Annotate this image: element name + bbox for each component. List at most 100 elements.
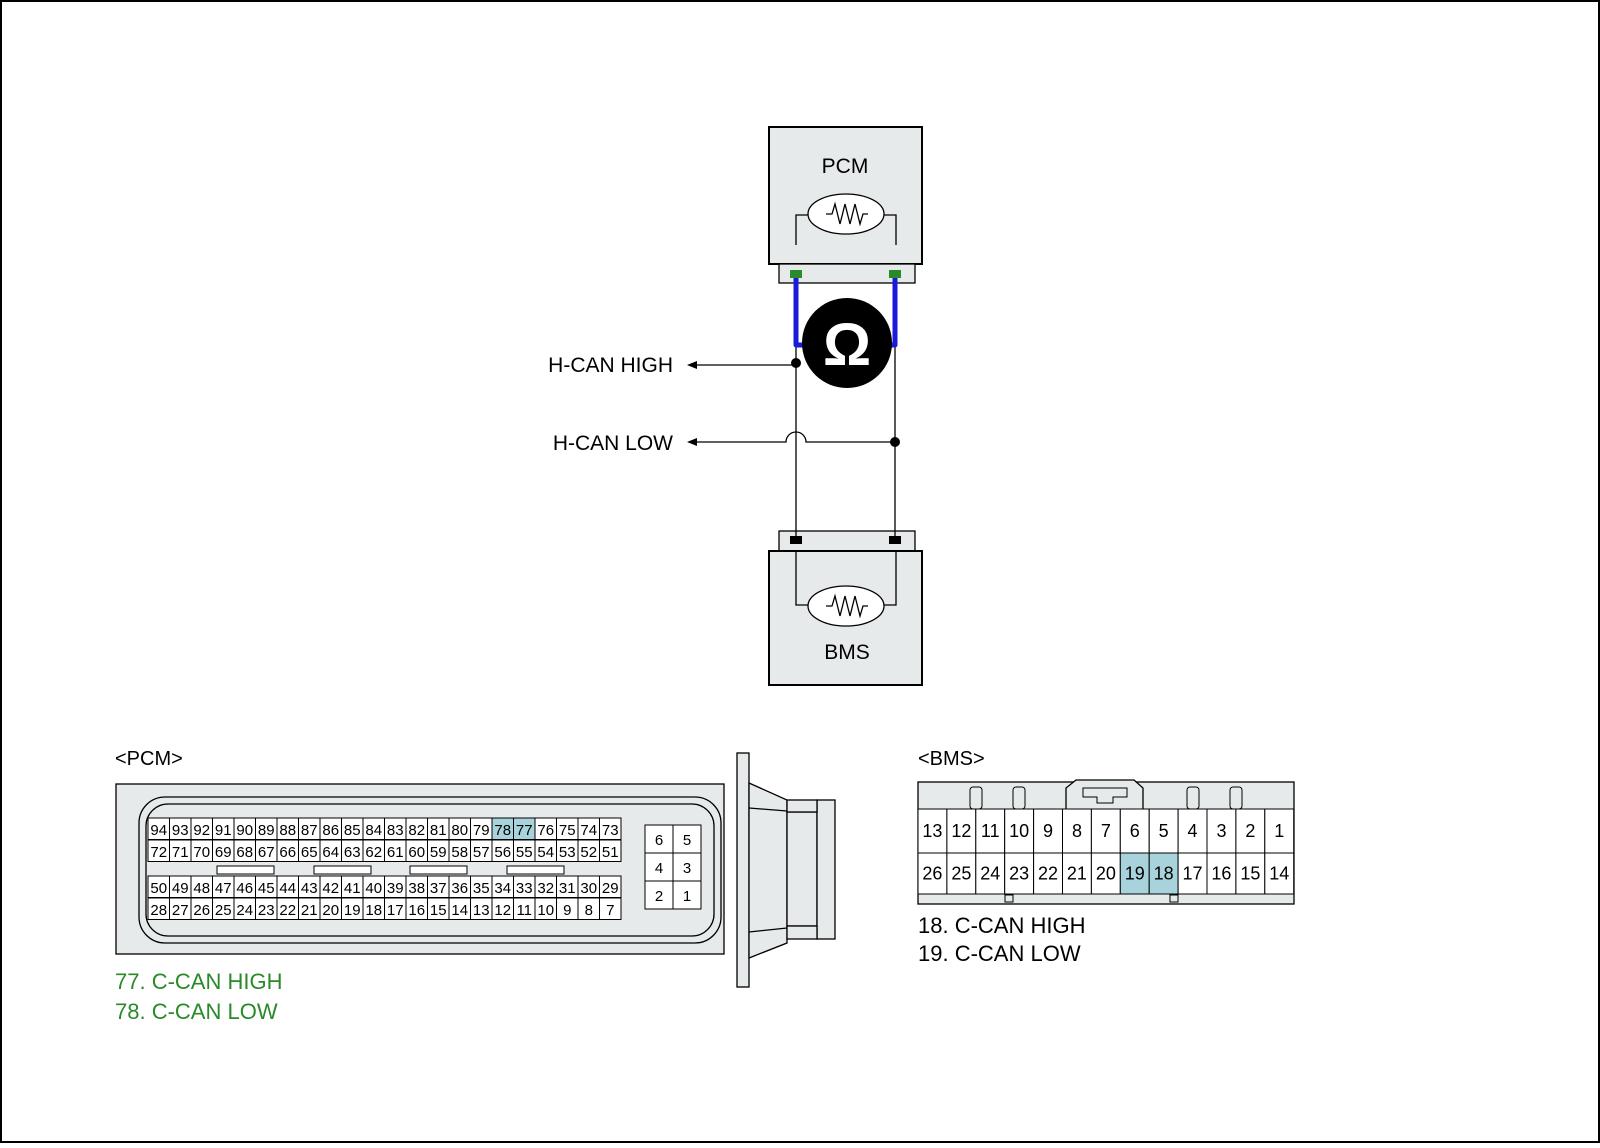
pin-number: 23 [1009, 864, 1029, 884]
pin-number: 19 [344, 902, 361, 919]
pin-number: 21 [1067, 864, 1087, 884]
pin-number: 78 [494, 822, 511, 839]
pin-number: 2 [1245, 821, 1255, 841]
pin-cell [1062, 808, 1092, 854]
pin-number: 6 [1130, 821, 1140, 841]
bms-module: BMS [768, 530, 923, 686]
pin-number: 26 [193, 902, 210, 919]
pin-number: 11 [516, 902, 532, 919]
pin-number: 18 [365, 902, 382, 919]
ohmmeter-icon: Ω [802, 298, 892, 388]
pin-number: 13 [473, 902, 490, 919]
pcm-terminal-right [889, 270, 901, 278]
bms-legend-line-1: 18. C-CAN HIGH [918, 913, 1085, 938]
pin-number: 41 [344, 880, 361, 897]
pcm-connector-title: <PCM> [115, 748, 183, 770]
pin-number: 10 [537, 902, 554, 919]
pin-number: 91 [215, 822, 232, 839]
bms-internal-wire-left [795, 551, 808, 606]
pin-cell [1206, 852, 1237, 895]
pin-number: 4 [655, 860, 663, 877]
pin-cell [1264, 852, 1295, 895]
pin-number: 51 [602, 844, 619, 861]
pin-number: 88 [279, 822, 296, 839]
pin-number: 57 [473, 844, 490, 861]
pin-number: 15 [1240, 864, 1260, 884]
pin-number: 55 [516, 844, 533, 861]
pin-number: 12 [951, 821, 971, 841]
pin-number: 9 [563, 902, 571, 919]
pin-number: 39 [387, 880, 404, 897]
pin-number: 80 [451, 822, 468, 839]
pin-number: 27 [172, 902, 189, 919]
bms-foot [1169, 894, 1179, 903]
pin-cell [1062, 852, 1092, 895]
pin-number: 86 [322, 822, 339, 839]
pin-cell [1119, 808, 1150, 854]
pcm-module-label: PCM [822, 155, 869, 178]
pin-number: 83 [387, 822, 404, 839]
pin-number: 45 [258, 880, 275, 897]
pin-number: 76 [537, 822, 554, 839]
bms-lock-tab [1012, 786, 1026, 810]
pin-number: 40 [365, 880, 382, 897]
pin-number: 9 [1043, 821, 1053, 841]
bms-terminal-left [790, 536, 802, 544]
pcm-connector-latch [816, 799, 836, 940]
arrow-left-icon [687, 361, 697, 369]
pin-number: 56 [494, 844, 511, 861]
pin-number: 66 [279, 844, 296, 861]
pin-number: 25 [215, 902, 232, 919]
pin-cell [1119, 852, 1150, 895]
pin-number: 85 [344, 822, 361, 839]
pin-number: 73 [602, 822, 619, 839]
pcm-connector-tab [786, 925, 818, 940]
pin-number: 20 [322, 902, 339, 919]
pin-cell [644, 880, 674, 910]
pin-number: 14 [1269, 864, 1289, 884]
pin-number: 74 [580, 822, 597, 839]
splice-high [791, 358, 801, 368]
pin-number: 18 [1154, 864, 1174, 884]
pin-number: 43 [301, 880, 318, 897]
pin-cell [1004, 852, 1035, 895]
pcm-key-slot [506, 865, 565, 875]
pin-number: 4 [1188, 821, 1198, 841]
pin-number: 79 [473, 822, 490, 839]
pin-number: 7 [606, 902, 614, 919]
pin-number: 60 [408, 844, 425, 861]
pcm-connector-tab [786, 799, 818, 813]
pin-number: 93 [172, 822, 189, 839]
pin-cell [946, 852, 977, 895]
resistor-icon [807, 193, 885, 235]
pin-number: 8 [585, 902, 593, 919]
pin-number: 75 [559, 822, 576, 839]
pin-number: 36 [451, 880, 468, 897]
pin-number: 20 [1096, 864, 1116, 884]
pin-cell [917, 808, 948, 854]
resistor-icon [807, 585, 885, 627]
pin-number: 1 [683, 888, 691, 905]
pin-number: 90 [236, 822, 253, 839]
pin-number: 30 [580, 880, 597, 897]
pin-number: 12 [494, 902, 511, 919]
arrow-left-icon [687, 438, 697, 446]
pin-cell [672, 880, 702, 910]
pin-number: 52 [580, 844, 597, 861]
pin-number: 5 [1159, 821, 1169, 841]
pin-number: 15 [430, 902, 447, 919]
pin-number: 21 [301, 902, 318, 919]
pcm-module: PCM [768, 126, 923, 284]
pcm-connector-flange [736, 752, 750, 988]
pin-number: 53 [559, 844, 576, 861]
pin-cell [1090, 852, 1121, 895]
pcm-legend-line-1: 77. C-CAN HIGH [115, 969, 282, 994]
pin-number: 23 [258, 902, 275, 919]
pcm-key-slot [313, 865, 372, 875]
signal-label-low: H-CAN LOW [553, 432, 673, 455]
